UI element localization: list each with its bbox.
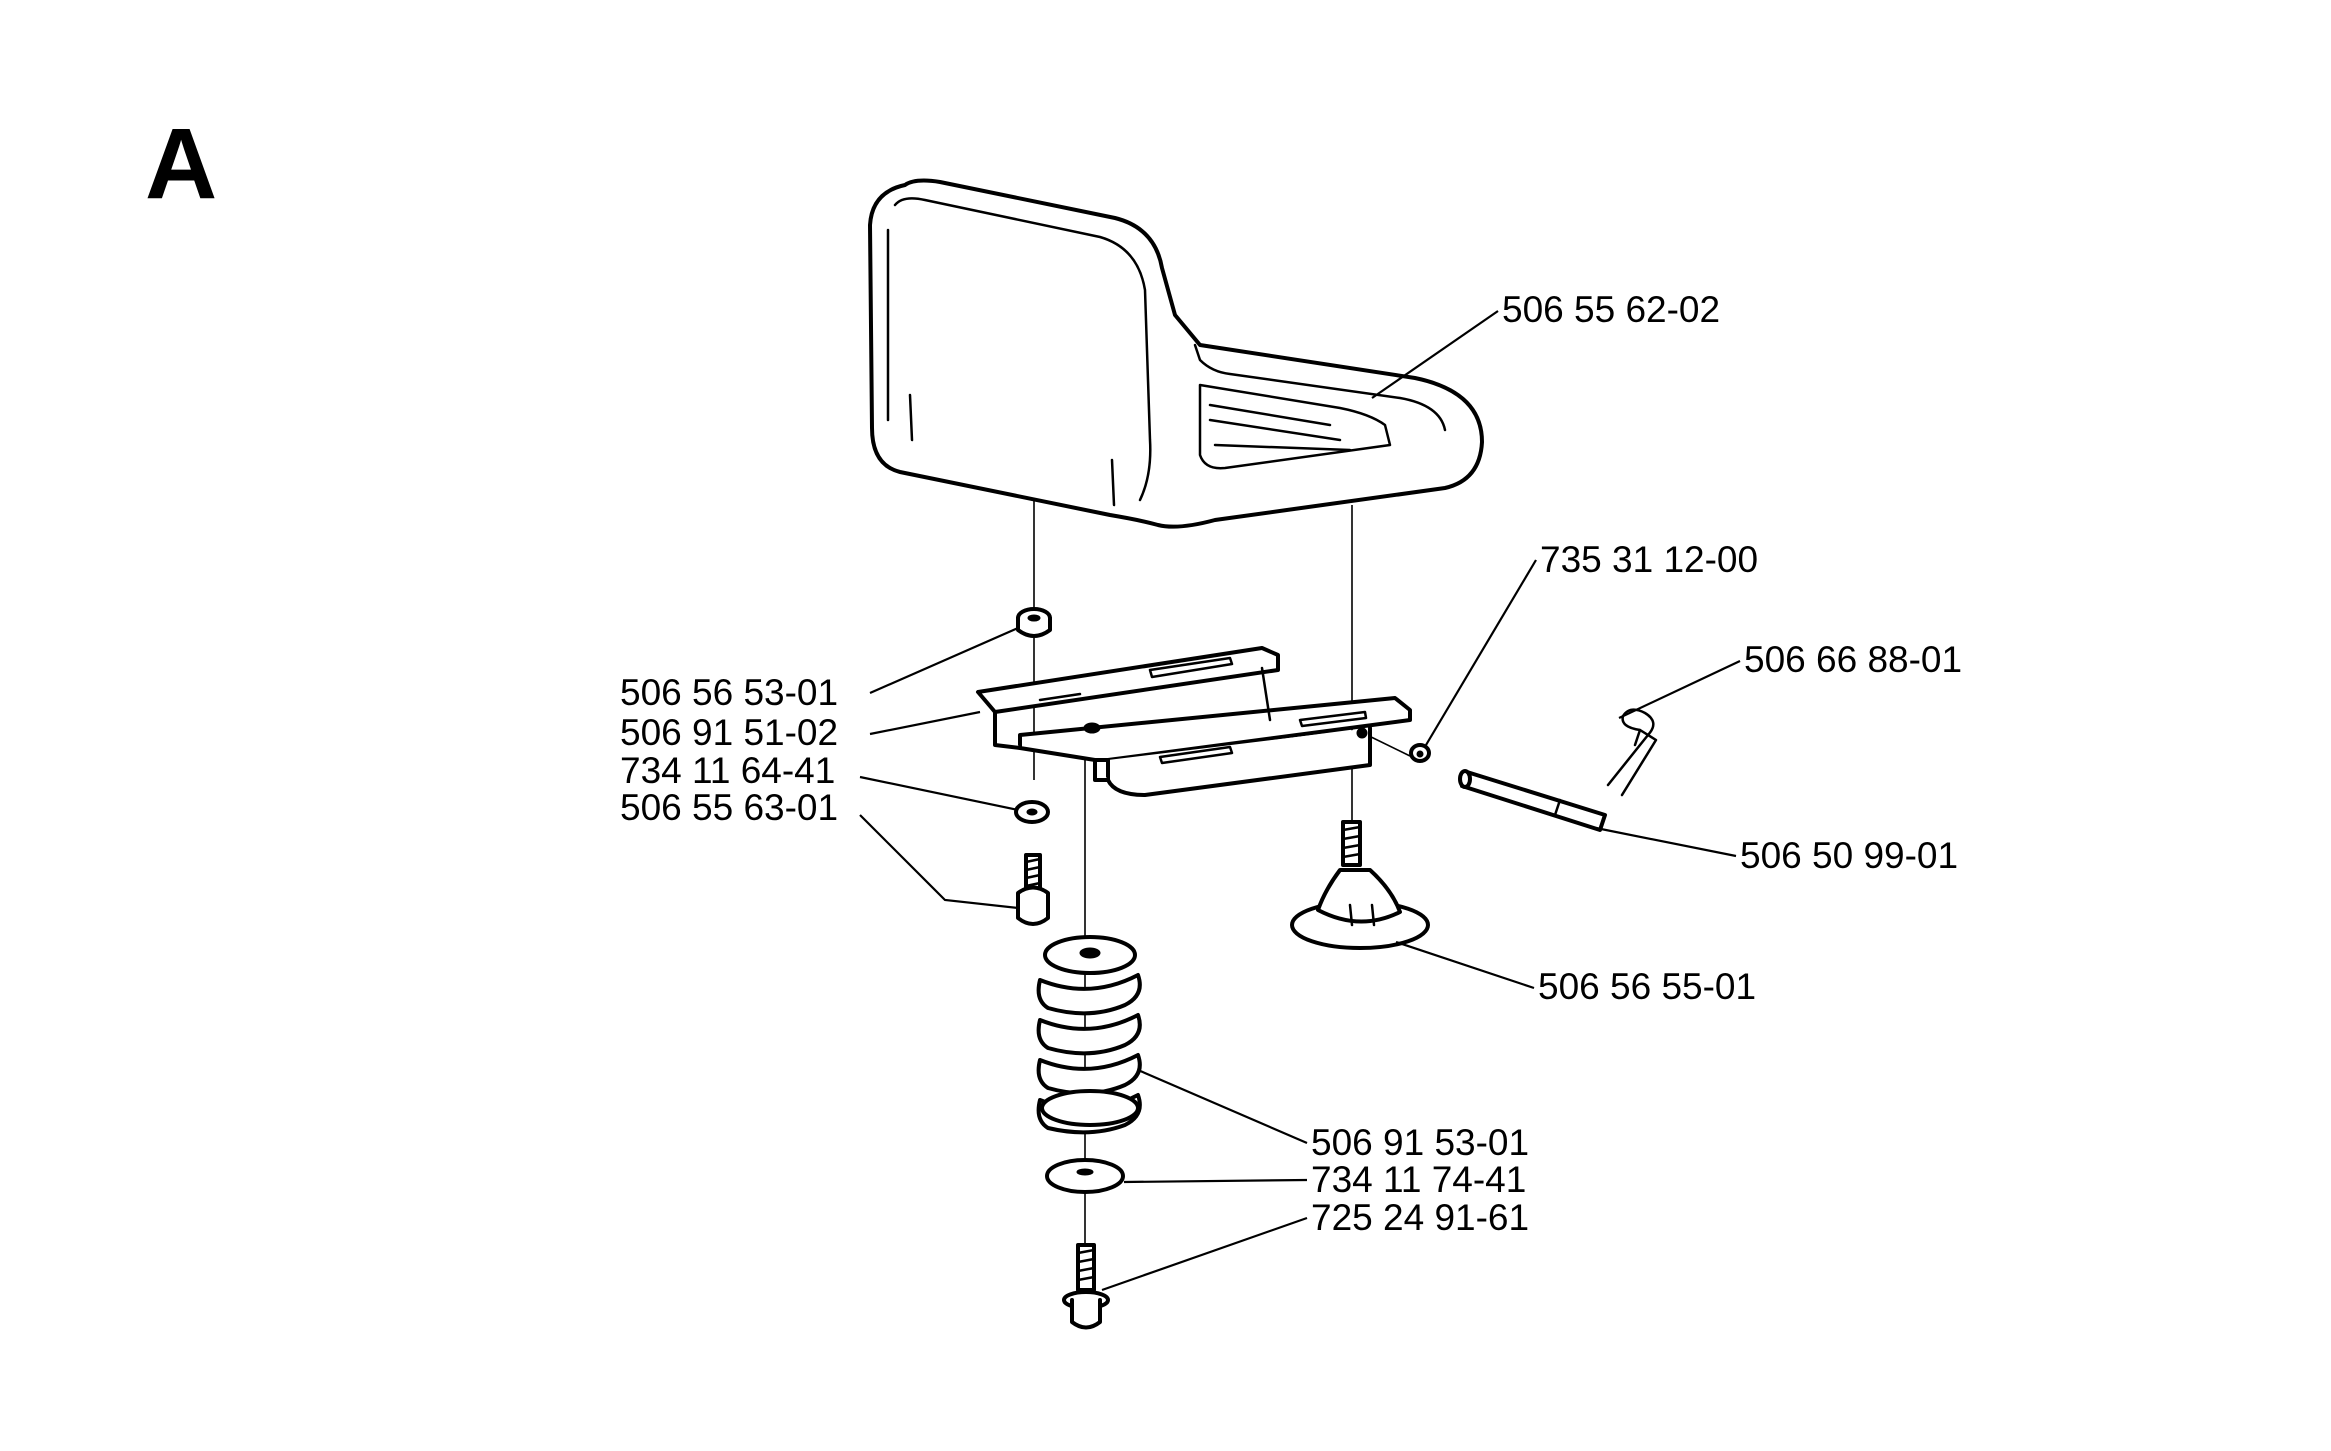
assembly-axis-pin <box>1364 733 1411 757</box>
leader-seat <box>1371 310 1499 399</box>
leader-screw-small <box>859 814 1019 910</box>
part-label-seat-bracket: 506 91 51-02 <box>620 712 838 753</box>
leader-seat-pin-clip <box>1425 559 1537 746</box>
part-label-spring: 506 91 53-01 <box>1311 1122 1529 1163</box>
part-label-seat-pin-clip: 735 31 12-00 <box>1540 539 1758 580</box>
leader-washer-large <box>1123 1178 1308 1184</box>
washer-small-illustration <box>1014 800 1050 824</box>
part-label-hinge-pin: 506 50 99-01 <box>1740 835 1958 876</box>
leader-spring <box>1137 1068 1308 1145</box>
part-label-washer-large: 734 11 74-41 <box>1311 1159 1526 1200</box>
part-label-hair-pin: 506 66 88-01 <box>1744 639 1962 680</box>
leader-adjust-knob <box>1395 940 1535 990</box>
leader-washer-small <box>859 775 1019 812</box>
section-letter: A <box>145 108 217 220</box>
washer-large-illustration <box>1045 1158 1125 1194</box>
leader-seat-bracket <box>869 710 981 736</box>
leader-hair-pin <box>1618 660 1741 719</box>
part-label-upper-nut: 506 56 53-01 <box>620 672 838 713</box>
adjust-knob-illustration <box>1290 820 1430 950</box>
spring-illustration <box>1036 935 1142 1135</box>
seat-bracket-illustration <box>976 646 1412 797</box>
part-label-screw-small: 506 55 63-01 <box>620 787 838 828</box>
part-label-flange-bolt: 725 24 91-61 <box>1311 1197 1529 1238</box>
part-label-washer-small: 734 11 64-41 <box>620 750 835 791</box>
seat-illustration <box>868 178 1484 529</box>
upper-nut-illustration <box>1016 607 1052 638</box>
leader-upper-nut <box>869 626 1019 695</box>
hair-pin-illustration <box>1606 708 1658 797</box>
leader-flange-bolt <box>1101 1216 1308 1292</box>
seat-pin-clip-illustration <box>1409 743 1431 763</box>
part-label-adjust-knob: 506 56 55-01 <box>1538 966 1756 1007</box>
part-label-seat: 506 55 62-02 <box>1502 289 1720 330</box>
hinge-pin-illustration <box>1458 769 1607 832</box>
screw-small-illustration <box>1016 853 1050 926</box>
leader-hinge-pin <box>1595 826 1737 858</box>
flange-bolt-illustration <box>1062 1243 1110 1330</box>
